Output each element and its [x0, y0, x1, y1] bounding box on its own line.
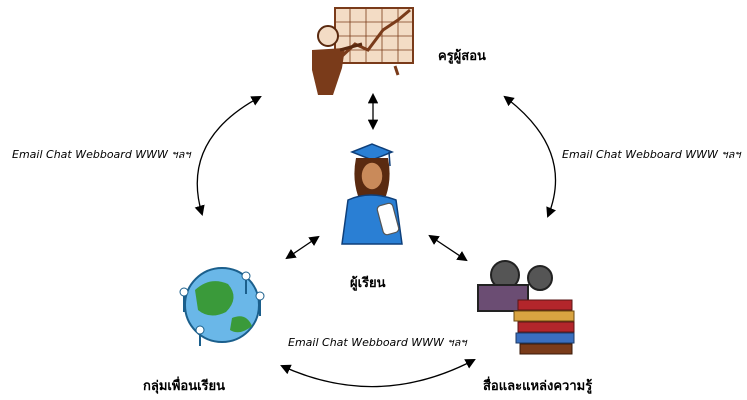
- peer-group-globe-icon: [179, 267, 265, 346]
- arrow-teacher-peers: [194, 96, 262, 216]
- channel-label-bottom: Email Chat Webboard WWW ฯลฯ: [288, 336, 467, 349]
- arrow-learner-media: [428, 234, 468, 262]
- learner-graduate-icon: [341, 143, 403, 245]
- media-label: สื่อและแหล่งความรู้: [483, 379, 593, 394]
- arrow-teacher-media: [503, 95, 557, 218]
- channel-label-left: Email Chat Webboard WWW ฯลฯ: [12, 148, 191, 161]
- teacher-label: ครูผู้สอน: [438, 49, 486, 64]
- teacher-clipart-icon: [312, 7, 414, 95]
- learner-label: ผู้เรียน: [350, 276, 386, 291]
- channel-label-right: Email Chat Webboard WWW ฯลฯ: [562, 148, 741, 161]
- peers-label: กลุ่มเพื่อนเรียน: [143, 379, 226, 394]
- arrow-learner-peers: [285, 235, 320, 260]
- arrow-peers-media: [280, 359, 476, 388]
- media-books-camera-icon: [477, 260, 575, 355]
